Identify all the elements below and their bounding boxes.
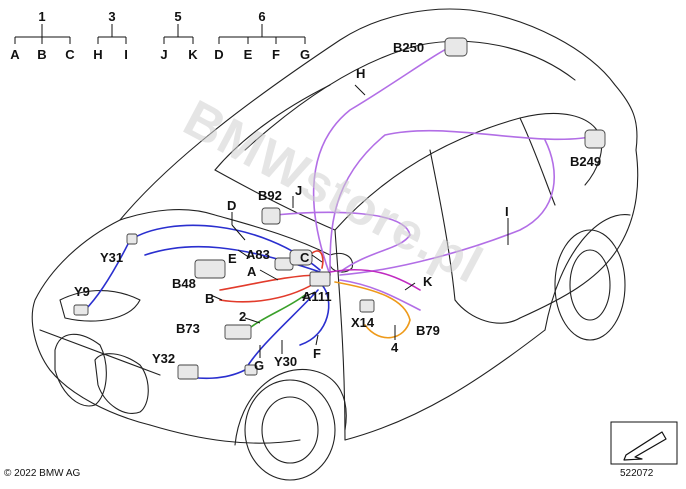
a111-component [309,271,331,287]
y32-component [177,364,199,380]
legend-6-f: F [272,47,280,62]
legend-group-1: 1 [38,9,45,24]
legend-6-d: D [214,47,223,62]
label-b48: B48 [172,276,196,291]
label-y32: Y32 [152,351,175,366]
legend-3-h: H [93,47,102,62]
legend-group-5: 5 [174,9,181,24]
label-b250: B250 [393,40,424,55]
wire-h [312,44,456,276]
legend-group-6: 6 [258,9,265,24]
legend-1-a: A [10,47,20,62]
b250-component [444,37,468,57]
label-c: C [300,250,310,265]
wire-magenta [329,268,421,291]
label-4: 4 [391,340,399,355]
document-number: 522072 [620,468,654,479]
wire-j [274,211,411,273]
legend-tree [14,24,306,44]
wire-i [339,139,556,276]
label-h: H [356,66,365,81]
view-direction-box [610,421,678,465]
legend-text: 1 A B C 3 H I 5 J K 6 D E F G [10,9,310,62]
arrow-icon [623,431,667,461]
label-e: E [228,251,237,266]
b92-component [261,207,281,225]
label-b79: B79 [416,323,440,338]
legend-6-g: G [300,47,310,62]
y30-component [244,364,258,376]
label-g: G [254,358,264,373]
c-component [289,249,313,266]
label-a83: A83 [246,247,270,262]
wire-y9 [84,239,131,311]
wire-b [219,279,321,303]
legend-1-c: C [65,47,75,62]
legend-5-j: J [160,47,167,62]
label-d: D [227,198,236,213]
label-j: J [295,183,302,198]
label-b249: B249 [570,154,601,169]
x14-component [359,299,375,313]
label-x14: X14 [351,315,375,330]
legend-group-3: 3 [108,9,115,24]
label-b: B [205,291,214,306]
wire-k [339,279,421,311]
label-k: K [423,274,433,289]
y9-component [73,304,89,316]
y31-component [126,233,138,245]
legend-1-b: B [37,47,46,62]
label-a111: A111 [302,289,332,304]
part-labels: B250 H B249 I B92 J D Y31 E A83 C A B48 … [74,40,601,373]
label-y9: Y9 [74,284,90,299]
b249-component [584,129,606,149]
label-2: 2 [239,309,246,324]
legend-3-i: I [124,47,128,62]
copyright-text: © 2022 BMW AG [4,468,81,479]
components [73,37,606,380]
legend-5-k: K [188,47,198,62]
label-a: A [247,264,257,279]
wire-f [299,284,330,346]
wire-4 [334,281,411,339]
label-b73: B73 [176,321,200,336]
b48-component [194,259,226,279]
b73-component [224,324,252,340]
car-outline [31,8,639,481]
leader-lines [212,84,509,358]
label-i: I [505,204,509,219]
wire-h-branch [329,129,601,276]
label-b92: B92 [258,188,282,203]
label-y30: Y30 [274,354,297,369]
label-y31: Y31 [100,250,123,265]
label-f: F [313,346,321,361]
legend-6-e: E [244,47,253,62]
